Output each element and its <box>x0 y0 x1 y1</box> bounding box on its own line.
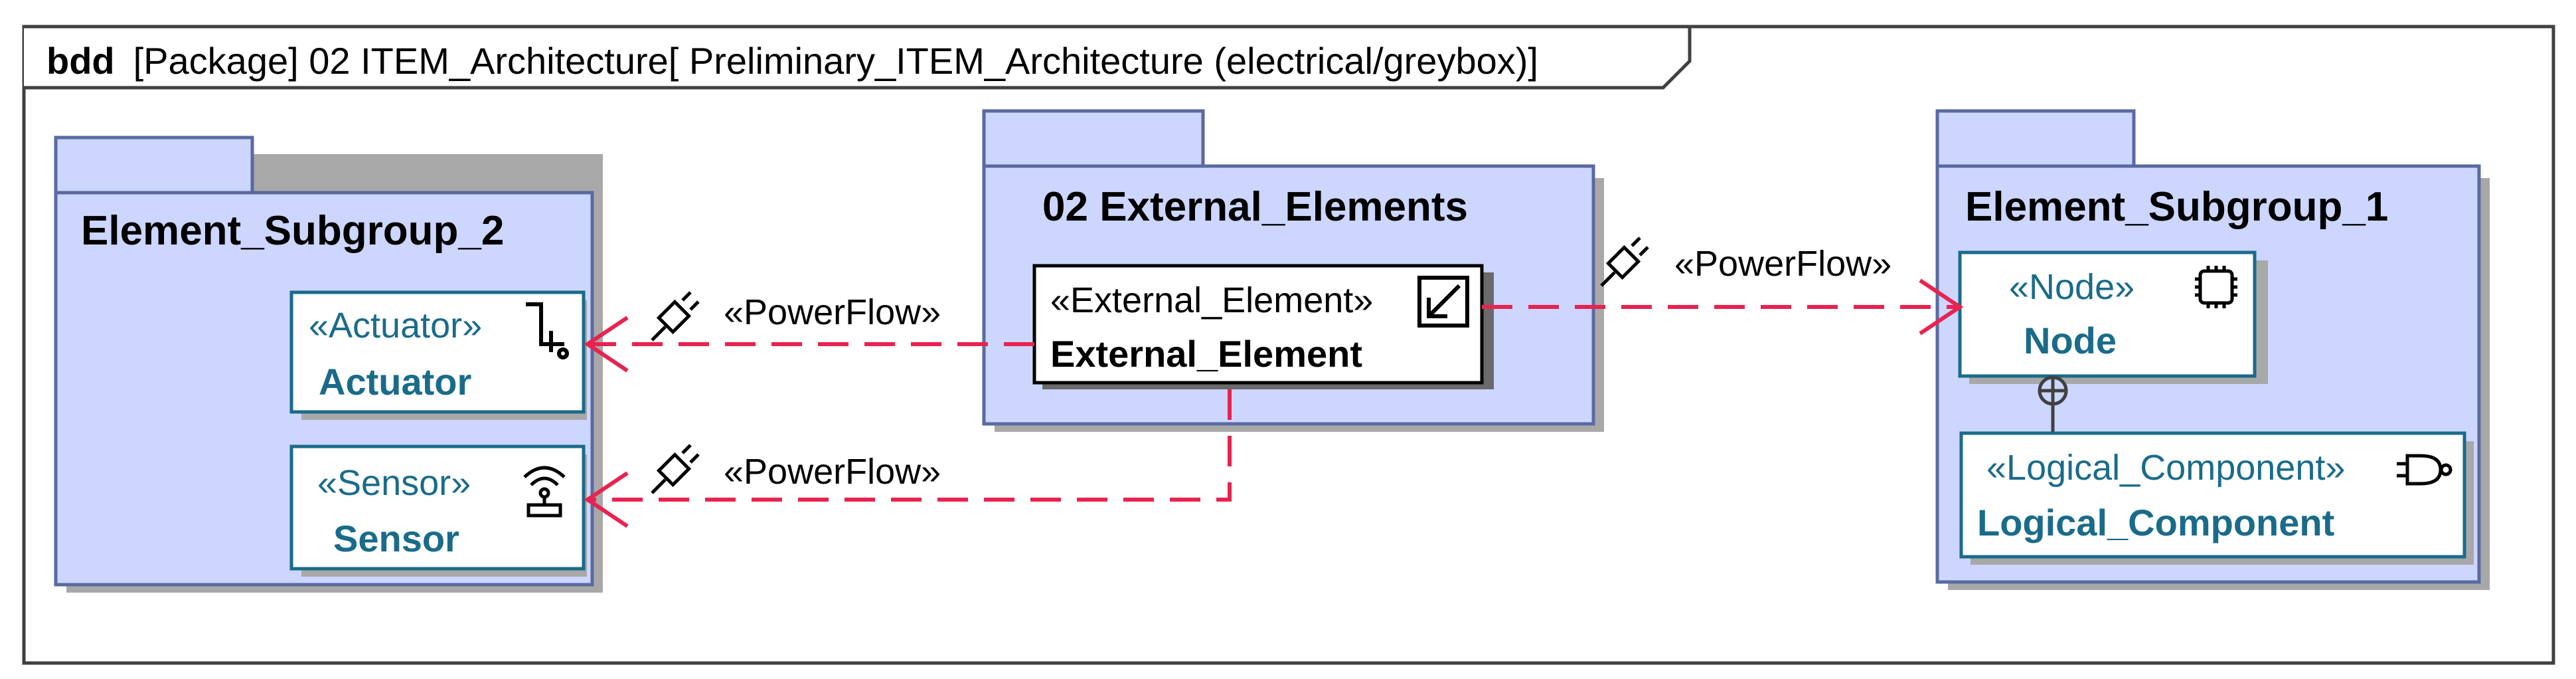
containment-connector <box>2038 375 2068 433</box>
flow-to-actuator[interactable]: «PowerFlow» <box>584 291 1034 373</box>
logic-gate-icon <box>2397 454 2453 486</box>
flow-label: «PowerFlow» <box>724 452 941 492</box>
frame-kind: bdd <box>46 40 115 82</box>
block-name: External_Element <box>1050 333 1362 375</box>
external-arrow-icon <box>1417 276 1469 328</box>
actuator-icon <box>526 302 569 359</box>
package-element-subgroup-2[interactable]: Element_Subgroup_2 «Actuator» Actuator «… <box>54 136 603 593</box>
block-node[interactable]: «Node» Node <box>1958 250 2268 384</box>
plug-icon <box>651 444 700 494</box>
block-actuator[interactable]: «Actuator» Actuator <box>289 290 587 420</box>
package-title: Element_Subgroup_2 <box>81 208 504 254</box>
block-logical-component[interactable]: «Logical_Component» Logical_Component <box>1959 431 2474 565</box>
chip-icon <box>2195 266 2237 308</box>
package-external-elements[interactable]: 02 External_Elements «External_Element» … <box>982 109 1604 432</box>
block-name: Node <box>2024 320 2117 361</box>
block-name: Actuator <box>319 361 471 403</box>
sensor-icon <box>523 466 566 518</box>
block-stereotype: «Sensor» <box>317 463 471 503</box>
plug-icon <box>1600 237 1649 287</box>
flow-label: «PowerFlow» <box>1674 244 1892 284</box>
package-element-subgroup-1[interactable]: Element_Subgroup_1 «Node» Node <box>1935 109 2490 590</box>
flow-to-node[interactable]: «PowerFlow» <box>1482 237 1964 336</box>
block-name: Sensor <box>333 518 459 559</box>
block-external-element[interactable]: «External_Element» External_Element <box>1032 264 1494 389</box>
frame-title: [Package] 02 ITEM_Architecture[ Prelimin… <box>133 40 1538 82</box>
block-stereotype: «Node» <box>2009 267 2134 307</box>
package-title: 02 External_Elements <box>1042 184 1468 230</box>
block-stereotype: «Actuator» <box>309 306 482 345</box>
flow-label: «PowerFlow» <box>724 292 941 332</box>
block-sensor[interactable]: «Sensor» Sensor <box>289 444 587 577</box>
plug-icon <box>651 291 700 341</box>
block-stereotype: «Logical_Component» <box>1986 448 2345 488</box>
flow-to-sensor[interactable]: «PowerFlow» <box>584 389 1232 528</box>
block-stereotype: «External_Element» <box>1050 280 1373 320</box>
package-title: Element_Subgroup_1 <box>1965 184 2388 230</box>
block-name: Logical_Component <box>1977 502 2334 543</box>
svg-text:bdd[Package] 02 ITEM_Architect: bdd [Package] 02 ITEM_Architecture[ Preli… <box>46 40 1538 82</box>
